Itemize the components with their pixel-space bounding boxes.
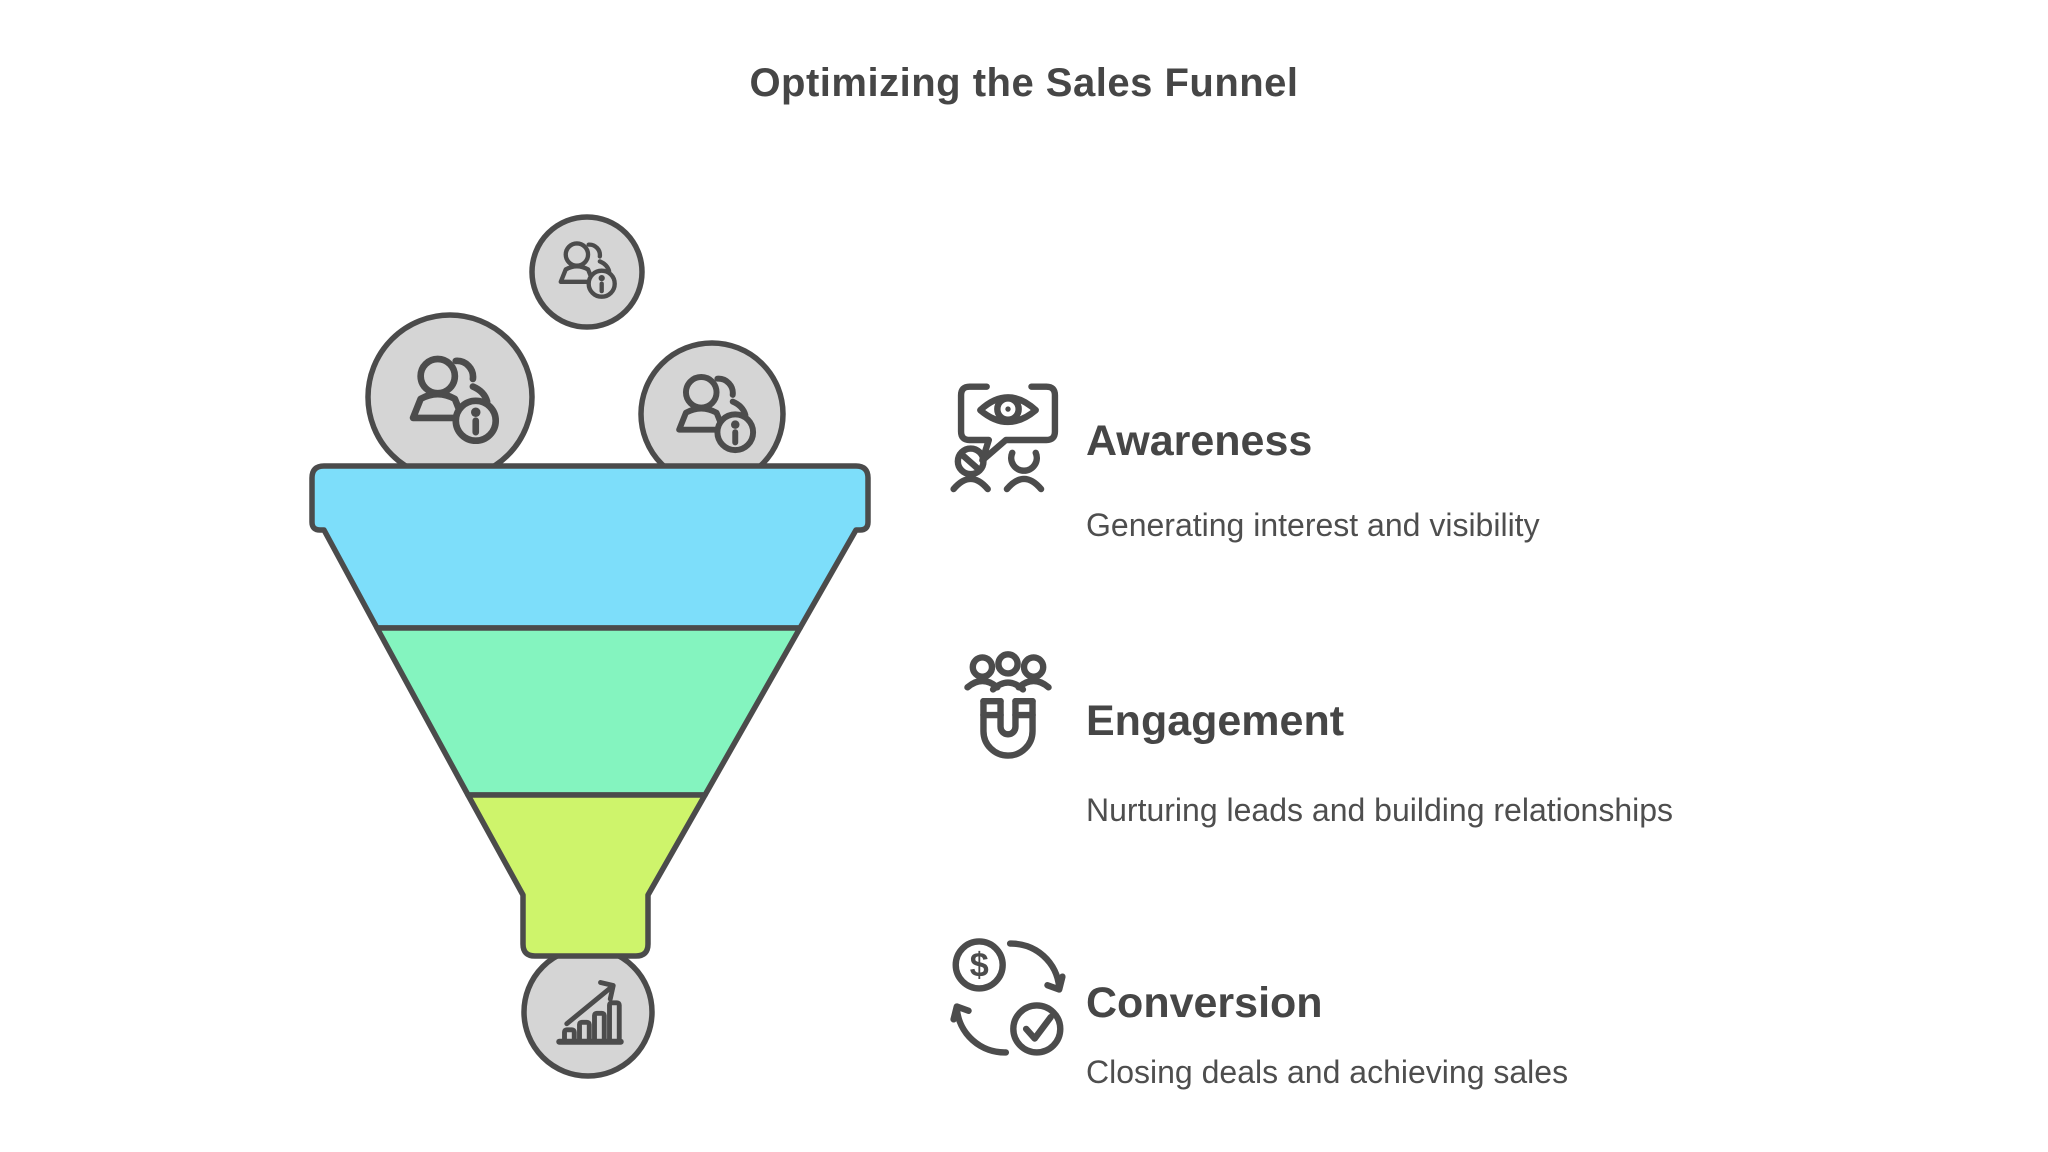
stage-description-conversion: Closing deals and achieving sales bbox=[1086, 1054, 1569, 1090]
stage-title-awareness: Awareness bbox=[1086, 417, 1313, 465]
page-title: Optimizing the Sales Funnel bbox=[749, 61, 1299, 105]
magnet-audience-icon bbox=[964, 651, 1052, 759]
result-circle-bottom bbox=[521, 945, 655, 1079]
stage-title-engagement: Engagement bbox=[1086, 697, 1345, 745]
stage-description-awareness: Generating interest and visibility bbox=[1086, 507, 1540, 543]
svg-text:$: $ bbox=[970, 947, 989, 985]
funnel-stage-awareness-shape bbox=[309, 463, 871, 631]
dollar-check-cycle-icon: $ bbox=[950, 938, 1066, 1056]
funnel-stage-engagement-shape bbox=[374, 625, 803, 798]
stage-description-engagement: Nurturing leads and building relationshi… bbox=[1086, 792, 1674, 828]
visibility-speech-bubble-icon bbox=[950, 383, 1059, 493]
funnel-stage-conversion-shape bbox=[465, 792, 708, 959]
stage-title-conversion: Conversion bbox=[1086, 979, 1323, 1027]
